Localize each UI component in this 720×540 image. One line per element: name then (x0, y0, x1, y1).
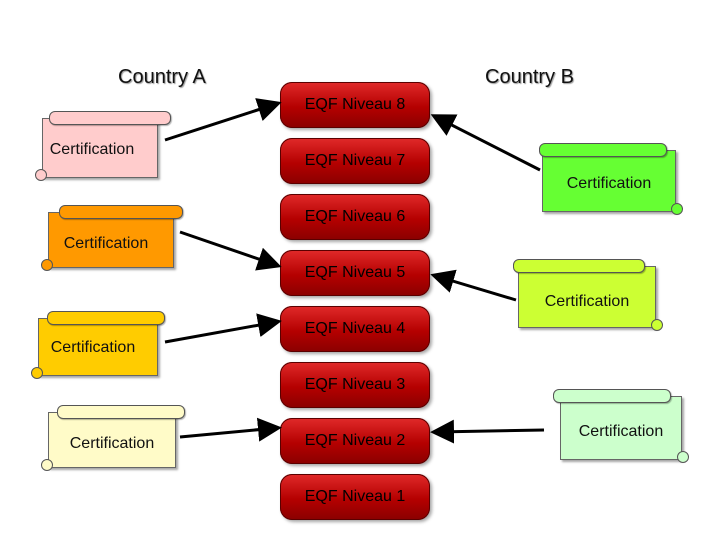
scroll-roll (57, 405, 185, 419)
certification-label: Certification (49, 141, 135, 158)
scroll-curl (651, 319, 663, 331)
arrow-a2-to-level-5 (179, 230, 282, 271)
certification-label: Certification (50, 339, 136, 356)
certification-scroll-a2: Certification (41, 205, 183, 271)
certification-scroll-a1: Certification (35, 111, 171, 181)
certification-scroll-b3: Certification (553, 389, 689, 463)
certification-label: Certification (578, 423, 664, 440)
arrow-a3-to-level-4 (164, 313, 282, 344)
arrow-a4-to-level-2 (179, 417, 282, 442)
certification-label: Certification (63, 235, 149, 252)
certification-scroll-a3: Certification (31, 311, 165, 379)
scroll-roll (49, 111, 171, 125)
country-a-heading: Country A (118, 66, 206, 88)
scroll-curl (35, 169, 47, 181)
scroll-curl (671, 203, 683, 215)
scroll-curl (41, 259, 53, 271)
certification-scroll-b1: Certification (539, 143, 683, 215)
scroll-roll (59, 205, 183, 219)
country-b-heading: Country B (485, 66, 574, 88)
eqf-level-5: EQF Niveau 5 (280, 250, 430, 296)
scroll-curl (677, 451, 689, 463)
scroll-roll (553, 389, 671, 403)
certification-label: Certification (566, 175, 652, 192)
arrow-b1-to-level-8 (430, 114, 541, 172)
eqf-level-1: EQF Niveau 1 (280, 474, 430, 520)
certification-label: Certification (69, 435, 155, 452)
scroll-curl (31, 367, 43, 379)
eqf-level-4: EQF Niveau 4 (280, 306, 430, 352)
arrow-b2-to-level-5 (430, 269, 517, 302)
eqf-level-2: EQF Niveau 2 (280, 418, 430, 464)
arrow-b3-to-level-2 (430, 419, 545, 444)
certification-scroll-a4: Certification (41, 405, 185, 471)
eqf-level-3: EQF Niveau 3 (280, 362, 430, 408)
eqf-level-8: EQF Niveau 8 (280, 82, 430, 128)
scroll-roll (539, 143, 667, 157)
scroll-curl (41, 459, 53, 471)
arrow-a1-to-level-8 (164, 98, 282, 142)
certification-scroll-b2: Certification (513, 259, 663, 331)
certification-label: Certification (544, 293, 630, 310)
eqf-level-7: EQF Niveau 7 (280, 138, 430, 184)
eqf-level-6: EQF Niveau 6 (280, 194, 430, 240)
scroll-roll (513, 259, 645, 273)
scroll-roll (47, 311, 165, 325)
